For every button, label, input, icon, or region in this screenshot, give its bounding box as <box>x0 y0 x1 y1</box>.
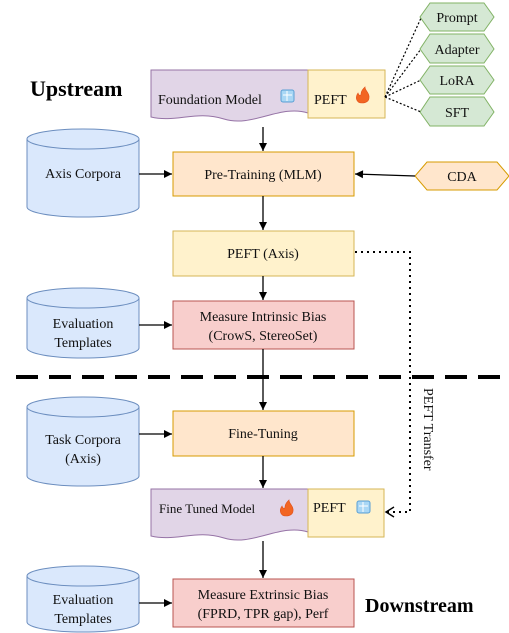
intrinsic-label-line1: Measure Intrinsic Bias <box>200 310 327 325</box>
peft-transfer-arrow <box>355 251 411 518</box>
extrinsic-label-line1: Measure Extrinsic Bias <box>198 588 329 603</box>
extrinsic-label-line2: (FPRD, TPR gap), Perf <box>198 607 329 622</box>
finetuning-label: Fine-Tuning <box>228 427 298 442</box>
extrinsic-bias-node: Measure Extrinsic Bias (FPRD, TPR gap), … <box>172 578 355 628</box>
ice-cube-icon <box>356 500 371 514</box>
finetuning-node: Fine-Tuning <box>172 410 355 457</box>
method-prompt: Prompt <box>419 2 495 32</box>
fire-icon <box>356 86 370 104</box>
method-sft: SFT <box>419 96 495 127</box>
method-lora: LoRA <box>419 65 495 95</box>
axis-corpora-label: Axis Corpora <box>45 167 122 182</box>
evaluation-templates-node-1: Evaluation Templates <box>26 287 140 359</box>
task-corpora-line1: Task Corpora <box>45 433 121 448</box>
finetuned-model-node: Fine Tuned Model <box>150 488 309 541</box>
peft-upstream-label: PEFT <box>314 93 347 108</box>
task-corpora-line2: (Axis) <box>65 452 101 467</box>
evaluation-label-line2: Templates <box>54 612 111 627</box>
method-label: Adapter <box>434 43 479 58</box>
evaluation-label-line2: Templates <box>54 336 111 351</box>
task-corpora-node: Task Corpora (Axis) <box>26 396 140 487</box>
peft-transfer-label: PEFT Transfer <box>420 388 435 471</box>
evaluation-templates-node-2: Evaluation Templates <box>26 565 140 633</box>
foundation-model-node: Foundation Model <box>150 69 309 122</box>
ice-cube-icon <box>280 89 295 103</box>
method-label: LoRA <box>440 74 476 89</box>
intrinsic-label-line2: (CrowS, StereoSet) <box>209 329 318 344</box>
peft-axis-label: PEFT (Axis) <box>227 247 299 262</box>
peft-upstream-node: PEFT <box>307 69 386 119</box>
cda-node: CDA <box>414 161 509 191</box>
flow-arrows <box>139 127 416 607</box>
method-label: Prompt <box>436 11 477 26</box>
foundation-model-label: Foundation Model <box>158 93 262 108</box>
pretraining-label: Pre-Training (MLM) <box>204 168 322 183</box>
peft-downstream-label: PEFT <box>313 501 346 516</box>
upstream-title: Upstream <box>30 76 122 101</box>
fire-icon <box>280 499 294 517</box>
downstream-title: Downstream <box>365 595 474 617</box>
evaluation-label-line1: Evaluation <box>53 593 114 608</box>
peft-axis-node: PEFT (Axis) <box>172 230 355 277</box>
intrinsic-bias-node: Measure Intrinsic Bias (CrowS, StereoSet… <box>172 300 355 350</box>
pretraining-node: Pre-Training (MLM) <box>172 151 355 197</box>
finetuned-model-label: Fine Tuned Model <box>159 501 255 516</box>
peft-downstream-node: PEFT <box>307 488 385 538</box>
cda-label: CDA <box>447 170 477 185</box>
peft-methods: Prompt Adapter LoRA SFT <box>419 2 495 127</box>
arrow-cda-to-pretraining <box>354 170 416 179</box>
axis-corpora-node: Axis Corpora <box>26 128 140 218</box>
method-connectors <box>384 17 422 113</box>
evaluation-label-line1: Evaluation <box>53 317 114 332</box>
method-label: SFT <box>445 106 470 121</box>
method-adapter: Adapter <box>419 33 495 64</box>
